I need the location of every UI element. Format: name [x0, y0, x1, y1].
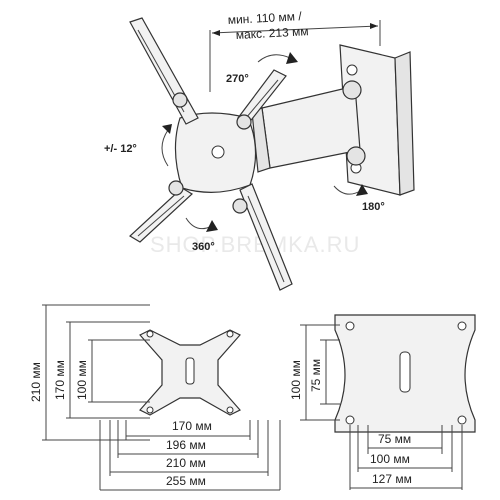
right-height-75-label: 75 мм — [309, 359, 323, 392]
rotate-360-label: 360° — [192, 241, 215, 253]
reach-max-label: макс. 213 мм — [235, 24, 308, 42]
tilt-arrow-icon — [161, 124, 172, 167]
mount-isometric-view: мин. 110 мм / макс. 213 мм 270° +/- 12° … — [104, 9, 415, 291]
wall-plate-view — [300, 314, 476, 433]
left-height-100-label: 100 мм — [75, 360, 89, 400]
left-width-dimensions — [99, 420, 281, 491]
left-width-210-label: 210 мм — [166, 456, 206, 470]
tilt-label: +/- 12° — [104, 143, 137, 155]
vesa-cross-view — [42, 304, 241, 441]
rotate-270-arrow-icon — [257, 52, 298, 64]
left-width-196-label: 196 мм — [166, 438, 206, 452]
swivel-arm — [251, 80, 366, 173]
right-height-100-label: 100 мм — [289, 360, 303, 400]
rotate-180-arrow-icon — [333, 184, 368, 196]
watermark-text: SHOP.BREMKA.RU — [150, 232, 360, 257]
rotate-360-arrow-icon — [185, 217, 218, 232]
left-height-210-label: 210 мм — [29, 362, 43, 402]
right-width-75-label: 75 мм — [378, 432, 411, 446]
left-width-170-label: 170 мм — [172, 419, 212, 433]
reach-min-label: мин. 110 мм / — [227, 9, 302, 27]
reach-dimension — [209, 20, 381, 92]
left-width-255-label: 255 мм — [166, 474, 206, 488]
right-width-100-label: 100 мм — [370, 452, 410, 466]
right-width-127-label: 127 мм — [372, 472, 412, 486]
rotate-180-label: 180° — [362, 201, 385, 213]
vesa-plate — [129, 17, 293, 291]
left-height-170-label: 170 мм — [53, 360, 67, 400]
right-width-dimensions — [349, 425, 463, 490]
rotate-270-label: 270° — [226, 73, 249, 85]
